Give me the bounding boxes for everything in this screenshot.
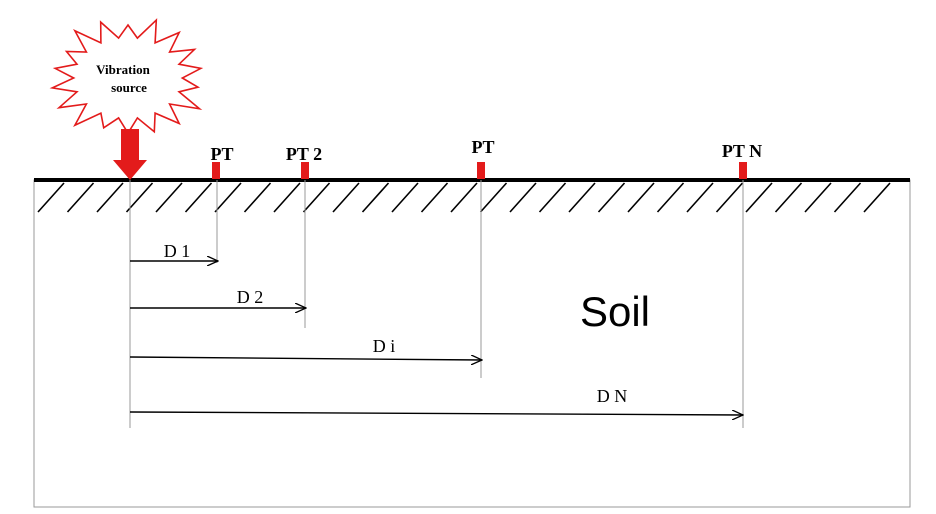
distance-2-label: D 2 bbox=[237, 287, 264, 307]
distance-i-arrow bbox=[129, 357, 482, 360]
hatch-mark bbox=[125, 182, 154, 213]
hatch-mark bbox=[538, 182, 567, 213]
hatch-mark bbox=[804, 182, 832, 213]
hatch-mark bbox=[833, 182, 862, 213]
hatch-mark bbox=[863, 182, 891, 213]
hatch-mark bbox=[66, 182, 95, 213]
vibration-source-label-line1: Vibration bbox=[96, 62, 150, 77]
hatch-mark bbox=[96, 182, 124, 213]
hatch-mark bbox=[420, 182, 449, 213]
hatch-mark bbox=[302, 182, 331, 213]
hatch-mark bbox=[479, 182, 508, 213]
hatch-mark bbox=[686, 182, 714, 213]
hatch-mark bbox=[273, 182, 301, 213]
sensor-n-marker bbox=[739, 162, 747, 179]
distance-n-arrow bbox=[129, 412, 743, 415]
hatch-mark bbox=[214, 182, 242, 213]
hatch-mark bbox=[155, 182, 183, 213]
hatch-mark bbox=[332, 182, 360, 213]
distance-i-label: D i bbox=[373, 336, 396, 356]
hatch-mark bbox=[361, 182, 390, 213]
hatch-mark bbox=[391, 182, 419, 213]
hatch-mark bbox=[450, 182, 478, 213]
hatch-mark bbox=[656, 182, 685, 213]
hatch-mark bbox=[184, 182, 213, 213]
sensor-2-label: PT 2 bbox=[286, 144, 322, 164]
hatch-mark bbox=[597, 182, 626, 213]
sensor-1-label: PT bbox=[210, 144, 233, 164]
hatch-mark bbox=[243, 182, 272, 213]
distance-1-label: D 1 bbox=[164, 241, 191, 261]
soil-region-border bbox=[33, 179, 911, 508]
sensor-1-marker bbox=[212, 162, 220, 179]
hatch-mark bbox=[509, 182, 537, 213]
sensor-i-marker bbox=[477, 162, 485, 179]
hatch-mark bbox=[745, 182, 773, 213]
vibration-source-label-line2: source bbox=[111, 80, 147, 95]
hatch-mark bbox=[774, 182, 803, 213]
sensor-2-marker bbox=[301, 162, 309, 179]
hatch-mark bbox=[37, 182, 65, 213]
distance-n-label: D N bbox=[597, 386, 628, 406]
ground-hatching bbox=[37, 182, 891, 213]
vibration-down-arrow-icon bbox=[113, 129, 147, 180]
sensor-n-label: PT N bbox=[722, 141, 762, 161]
reference-lines bbox=[129, 180, 744, 428]
hatch-mark bbox=[568, 182, 596, 213]
sensor-i-label: PT bbox=[471, 137, 494, 157]
soil-label: Soil bbox=[580, 288, 650, 335]
hatch-mark bbox=[715, 182, 744, 213]
hatch-mark bbox=[627, 182, 655, 213]
